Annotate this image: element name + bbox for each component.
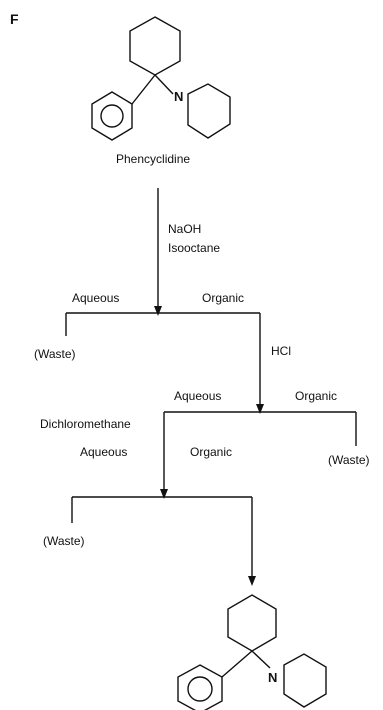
- phencyclidine-structure-bottom: N: [177, 594, 327, 710]
- step3-main-arrowhead: [160, 489, 168, 499]
- aromatic-circle-bottom: [187, 676, 213, 702]
- bond-cyclohexane-benzene-bottom: [221, 650, 253, 678]
- nitrogen-atom-top: N: [174, 89, 183, 104]
- bond-cyclohexane-nitrogen-top: [154, 74, 174, 95]
- phencyclidine-label: Phencyclidine: [116, 152, 190, 166]
- benzene-ring-bottom: [177, 664, 223, 710]
- step1-aqueous-label: Aqueous: [72, 291, 119, 305]
- aromatic-circle-top: [100, 104, 124, 128]
- cyclohexane-ring-bottom: [227, 594, 277, 652]
- step1-waste-label: (Waste): [34, 347, 76, 361]
- final-arrowhead: [248, 576, 256, 586]
- step2-main-arrowhead: [256, 404, 264, 414]
- cyclohexane-ring-top: [129, 16, 181, 76]
- panel-label: F: [10, 11, 19, 27]
- bond-cyclohexane-benzene-top: [131, 74, 156, 105]
- step1-organic-label: Organic: [202, 291, 244, 305]
- step2-reagent-hcl: HCl: [271, 344, 291, 358]
- step2-waste-label: (Waste): [328, 453, 370, 467]
- step2-aqueous-label: Aqueous: [174, 389, 221, 403]
- piperidine-ring-top: [187, 83, 231, 139]
- phencyclidine-structure-top: N Phencyclidine: [91, 16, 231, 166]
- bond-cyclohexane-nitrogen-bottom: [251, 650, 271, 669]
- step3-waste-label: (Waste): [43, 534, 85, 548]
- piperidine-ring-bottom: [283, 653, 327, 708]
- step1-reagent-naoh: NaOH: [168, 222, 201, 236]
- step3-aqueous-label: Aqueous: [80, 445, 127, 459]
- benzene-ring-top: [91, 91, 133, 141]
- step2-organic-label: Organic: [295, 389, 337, 403]
- nitrogen-atom-bottom: N: [268, 670, 277, 685]
- step1-main-arrowhead: [154, 306, 162, 316]
- step3-organic-label: Organic: [190, 445, 232, 459]
- step1-reagent-isooctane: Isooctane: [168, 241, 220, 255]
- step3-reagent-dichloromethane: Dichloromethane: [40, 417, 131, 431]
